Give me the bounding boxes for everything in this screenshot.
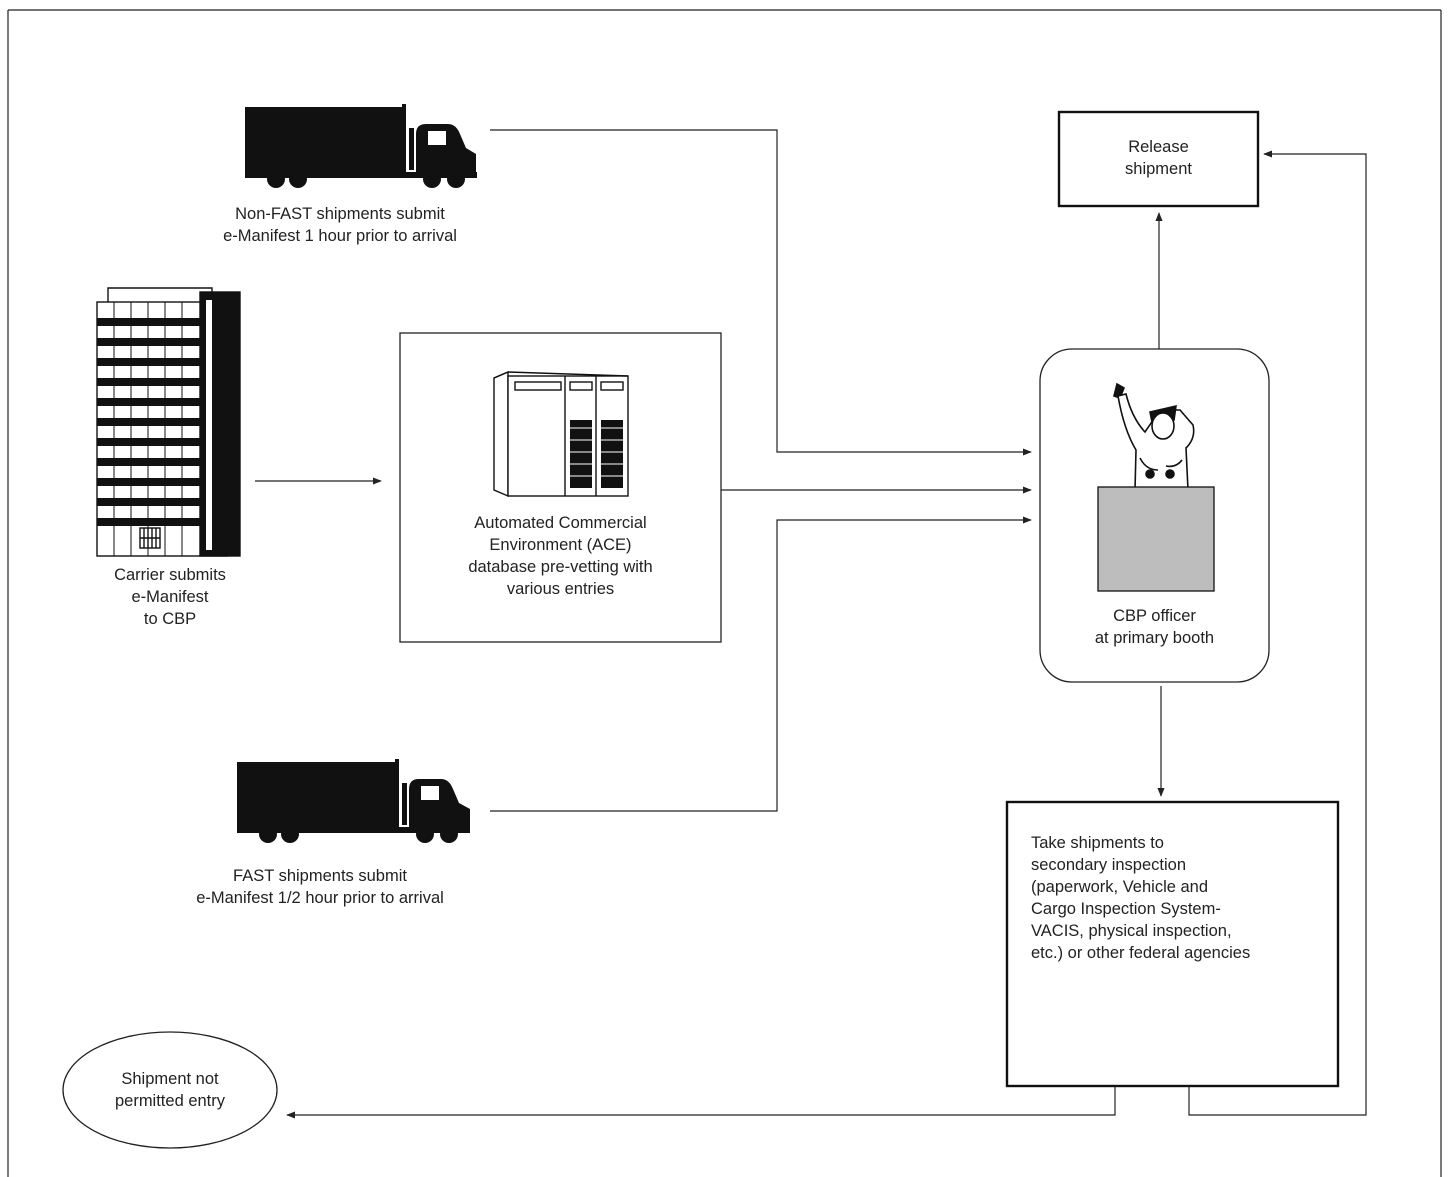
secondary-inspection-box: [1005, 800, 1340, 1088]
arrow-secondary-to-denied: [286, 1086, 1116, 1119]
server-computer-icon: [493, 370, 629, 498]
office-building-icon: [96, 287, 241, 557]
release-label: Release shipment: [1125, 138, 1192, 178]
truck-icon: [237, 759, 470, 843]
outer-frame: [7, 9, 1442, 1177]
release-shipment-box: [1057, 110, 1260, 208]
secondary-label: Take shipments to secondary inspection (…: [1031, 834, 1251, 962]
not-permitted-ellipse: [62, 1031, 278, 1149]
arrow-secondary-to-release: [1188, 150, 1367, 1116]
connector-lines: [255, 129, 1367, 1119]
officer-booth-box: [1039, 348, 1270, 683]
non-fast-label: Non-FAST shipments submit e-Manifest 1 h…: [223, 205, 457, 245]
officer-label: CBP officer at primary booth: [1094, 607, 1215, 647]
ace-database-box: [399, 332, 722, 643]
arrow-fast-to-officer: [490, 516, 1032, 812]
booth-counter: [1097, 486, 1215, 592]
fast-label: FAST shipments submit e-Manifest 1/2 hou…: [196, 867, 444, 907]
arrow-nonfast-to-officer: [490, 129, 1032, 456]
truck-icon: [245, 104, 477, 188]
carrier-label: Carrier submits e-Manifest to CBP: [114, 566, 226, 628]
ace-label: Automated Commercial Environment (ACE) d…: [468, 514, 653, 598]
customs-officer-icon: [1113, 382, 1195, 491]
denied-label: Shipment not permitted entry: [114, 1070, 226, 1110]
